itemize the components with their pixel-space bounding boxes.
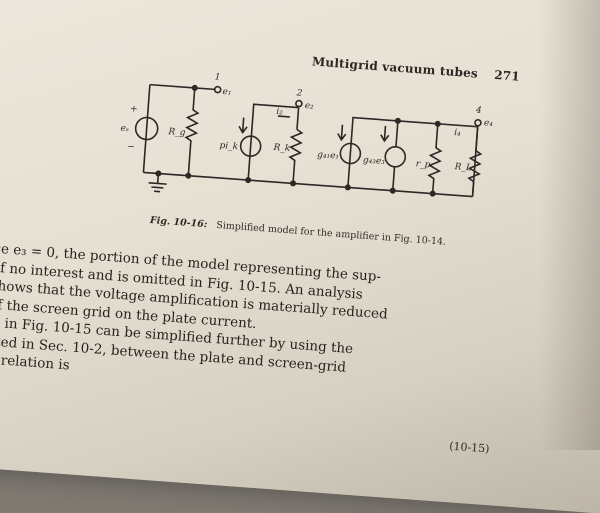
source-gm1 [339, 142, 362, 165]
label-rk: R_k [272, 143, 290, 154]
label-pi: pi_k [219, 141, 238, 152]
background-fabric [540, 0, 600, 450]
label-plus: + [130, 104, 138, 115]
label-rg: R_g [167, 127, 186, 138]
resistor-rk [288, 128, 304, 184]
label-node1: 1 [214, 72, 220, 82]
label-e2: e₂ [304, 101, 314, 112]
source-es [134, 116, 159, 141]
label-i4: i₄ [454, 128, 462, 138]
label-gm1: g₄₁e₁ [317, 150, 340, 162]
source-pi [239, 135, 262, 157]
terminal-2 [295, 99, 303, 108]
label-e4: e₄ [484, 118, 494, 129]
label-es: eₛ [120, 124, 129, 135]
terminal-1 [213, 85, 222, 94]
label-rp: r_p [415, 159, 430, 170]
label-gm3: g₄₃e₃ [363, 155, 386, 167]
label-i2: i₂ [276, 107, 284, 117]
source-gm3 [384, 145, 407, 168]
label-rl: R_L [453, 162, 472, 173]
resistor-rp [427, 123, 443, 194]
page-content: Multigrid vacuum tubes 271 [0, 54, 520, 455]
label-e1: e₁ [222, 87, 232, 98]
label-node2: 2 [295, 88, 303, 98]
terminal-4 [474, 118, 482, 127]
source-wire [142, 83, 473, 198]
circuit-diagram: 1 e₁ 2 e₂ 4 e₄ + eₛ − R_g pi_k i₂ R_k g₄… [120, 72, 494, 198]
resistor-rl [467, 126, 483, 197]
ground-icon [148, 173, 167, 193]
label-node4: 4 [474, 106, 482, 116]
label-minus: − [127, 142, 135, 153]
resistor-rg [184, 87, 200, 176]
